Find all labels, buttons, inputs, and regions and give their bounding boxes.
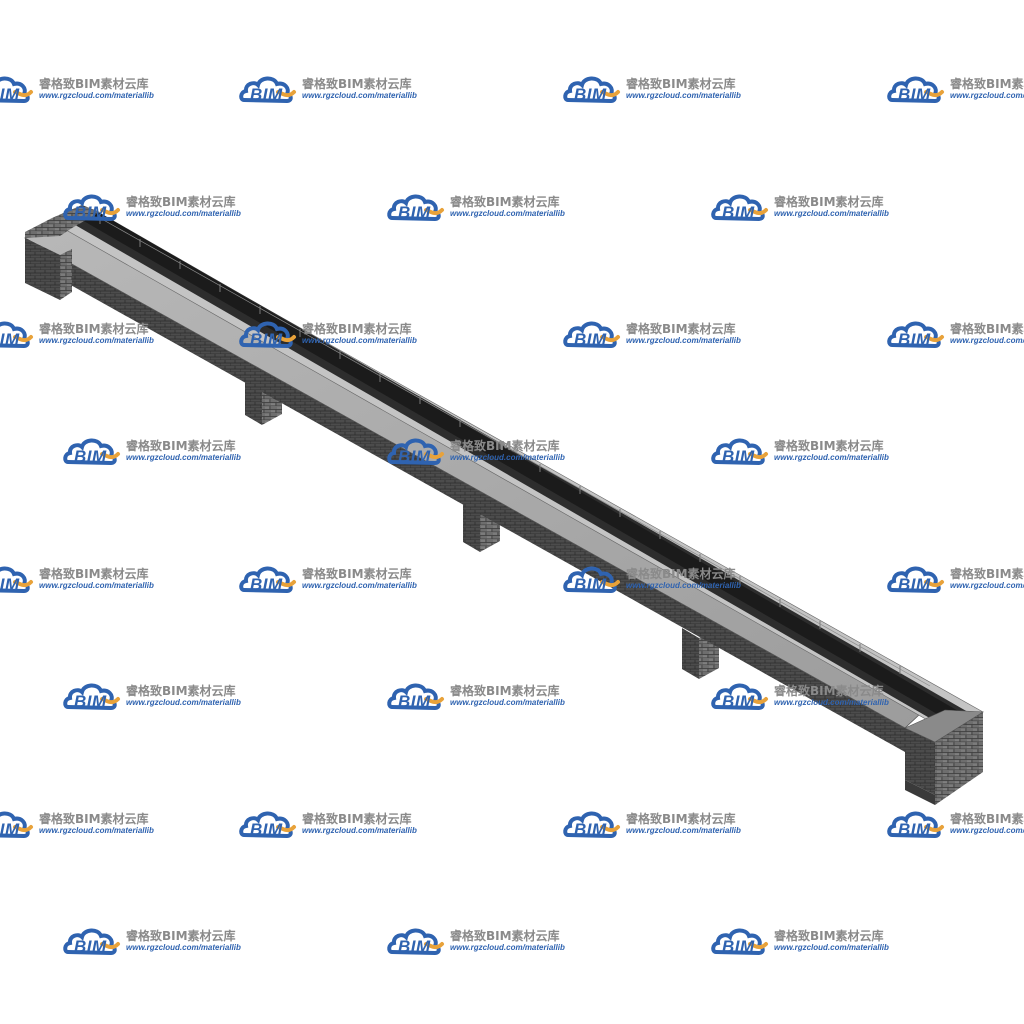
side-wall	[60, 255, 905, 752]
deck-surface	[24, 214, 936, 729]
channel-inner	[82, 212, 960, 718]
abutment-right	[904, 709, 984, 805]
